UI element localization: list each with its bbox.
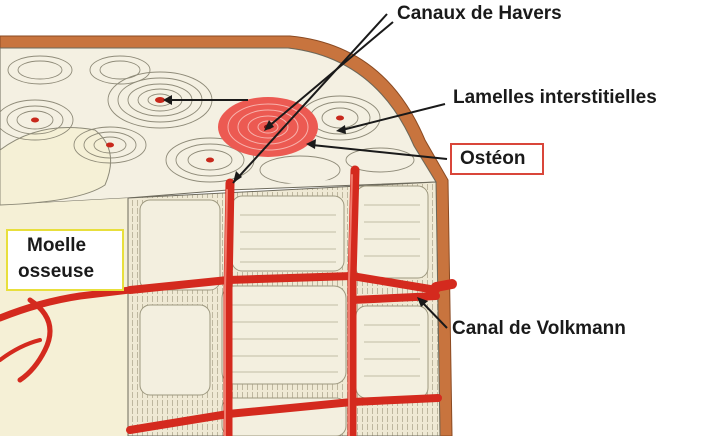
- marrow-top: [0, 127, 112, 206]
- label-canaux-de-havers: Canaux de Havers: [397, 3, 562, 24]
- vessel-highlights: [224, 174, 353, 436]
- label-moelle-line2: osseuse: [18, 261, 95, 282]
- volkmann-vessel-2: [348, 292, 440, 304]
- marrow-label-box: [6, 229, 124, 291]
- volkmann-vessel-1: [126, 271, 440, 294]
- label-osteon: Ostéon: [460, 148, 526, 169]
- osteon-columns: [139, 185, 429, 436]
- marrow-vessel-1: [0, 286, 134, 322]
- blood-vessels: [0, 165, 442, 436]
- marrow-vessel-3: [0, 338, 42, 362]
- arrowheads: [163, 95, 428, 307]
- haversian-vessel-1: [223, 178, 235, 436]
- column-lamellae: [230, 204, 420, 377]
- label-lamelles-interstitielles: Lamelles interstitielles: [453, 87, 657, 108]
- label-moelle-line1: Moelle: [27, 235, 87, 256]
- label-canal-de-volkmann: Canal de Volkmann: [452, 318, 626, 339]
- leader-lines: [168, 13, 448, 329]
- haversian-canals: [31, 97, 344, 163]
- volkmann-end: [431, 279, 457, 292]
- volkmann-vessel-3: [126, 394, 442, 434]
- osteon-label-box: [450, 143, 544, 175]
- marrow-vessel-2: [17, 297, 53, 383]
